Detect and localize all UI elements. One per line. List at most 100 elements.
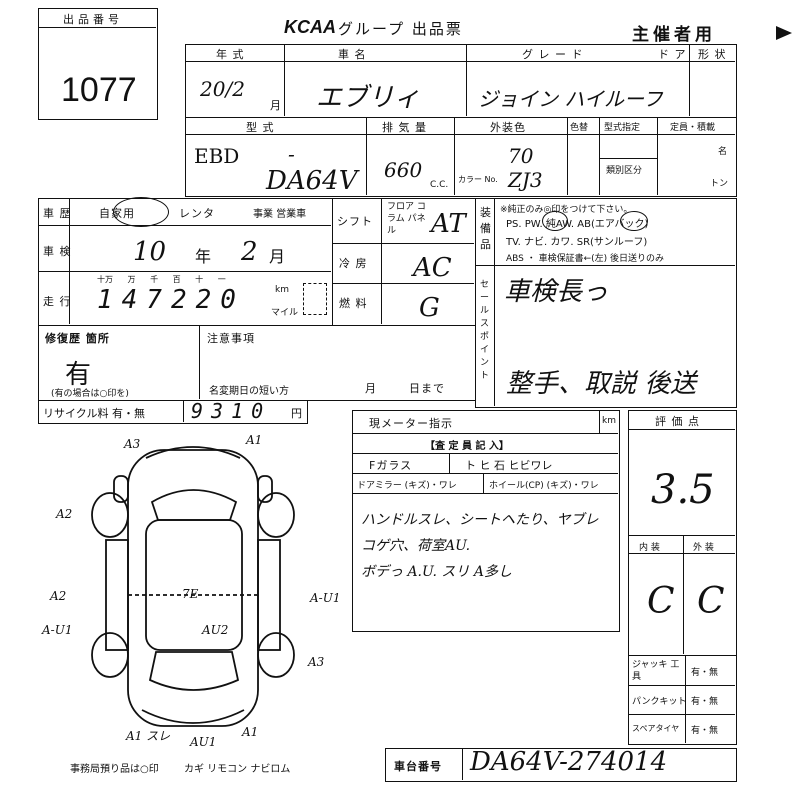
equipment-label: 装 備 品 <box>480 206 492 251</box>
fuel-value: G <box>419 293 440 323</box>
lot-label: 出品番号 <box>63 13 123 26</box>
grade-value: ジョイン ハイルーフ <box>478 87 663 111</box>
recycle-block: リサイクル料 有・無 9310 円 <box>38 399 308 424</box>
left-mirror-icon <box>113 475 129 503</box>
car-name-value: エブリィ <box>316 83 421 113</box>
glass-label: Fガラス <box>369 459 413 472</box>
front-left-tire-icon <box>91 492 129 538</box>
color-no-label: カラー No. <box>458 175 498 184</box>
type-label: 型式指定 <box>604 123 641 133</box>
inspection-note-3: ボデっ A.U. スリ A多し <box>361 564 512 580</box>
shaken-year-unit: 年 <box>195 247 213 266</box>
history-circle <box>113 197 169 227</box>
diagram-mark-a1-front: A1 <box>245 433 262 447</box>
capacity-ton-unit: トン <box>710 179 729 189</box>
front-right-tire-icon <box>257 492 295 538</box>
interior-value: C <box>647 581 675 622</box>
equipment-note: ※純正のみ◎印をつけて下さい。 <box>500 205 633 215</box>
inspection-note-1: ハンドルスレ、シートヘたり、ヤブレ <box>361 512 599 528</box>
lot-number-box: 出品番号 1077 <box>38 8 158 120</box>
color-value: 70 <box>508 144 534 168</box>
footer-items: カギ リモコン ナビロム <box>184 764 291 775</box>
meter-label: 現メーター指示 <box>369 417 453 430</box>
organizer-label: 主催者用 <box>632 25 716 45</box>
vin-label: 車台番号 <box>394 760 442 773</box>
inspection-note-2: コゲ穴、荷室AU. <box>361 538 471 554</box>
windshield <box>150 489 238 521</box>
puncture-label: パンクキット <box>632 697 687 707</box>
mileage-scale: 十万 万 千 百 十 一 <box>97 275 226 284</box>
rear-window <box>148 651 240 691</box>
diagram-mark-a3-front: A3 <box>123 437 141 451</box>
recycle-value: 9310 <box>191 399 272 423</box>
shift-value: AT <box>431 209 466 239</box>
name-label: 車 名 <box>338 48 367 61</box>
score-value: 3.5 <box>651 467 715 513</box>
row2-box: 型 式 排 気 量 外装色 色替 型式指定 定員・積載 類別区分 名 トン EB… <box>185 117 737 197</box>
form-title: グループ 出品票 <box>338 20 463 38</box>
shift-block: シフト フロア コラム パネル AT 冷 房 AC 燃 料 G <box>332 198 476 326</box>
history-label: 車 歴 <box>43 207 72 220</box>
history-rental: レンタ <box>179 207 215 220</box>
diagram-mark-au1-rear: AU1 <box>189 735 216 749</box>
recycle-unit: 円 <box>291 407 303 420</box>
model-prefix: EBD <box>194 144 240 168</box>
diagram-mark-a2-upper-left: A2 <box>55 507 72 521</box>
spare-opt: 有・無 <box>691 726 719 736</box>
shaken-month-unit: 月 <box>269 247 287 266</box>
caution-label: 注意事項 <box>207 332 255 345</box>
cc-unit: C.C. <box>430 180 449 190</box>
rename-day: 日まで <box>409 382 445 395</box>
exterior-label: 外 装 <box>693 543 714 553</box>
class-label: 類別区分 <box>606 166 643 176</box>
equipment-line3: ABS ・ 車検保証書←(左) 後日送りのみ <box>506 254 665 264</box>
month-unit: 月 <box>270 99 282 112</box>
model-value: DA64V <box>266 166 358 196</box>
jack-label: ジャッキ 工 具 <box>632 660 680 682</box>
repair-block: 修復歴 箇所 有 (有の場合は○印を) 注意事項 名変期日の短い方 月 日まで <box>38 325 476 401</box>
jack-opt: 有・無 <box>691 668 719 678</box>
pw-circle <box>542 211 568 231</box>
ab-circle <box>620 211 648 231</box>
capacity-name-unit: 名 <box>718 147 728 157</box>
car-diagram: A3 A1 A2 A2 A-U1 A-U1 A3 A1 スレ AU1 A1 AU… <box>41 433 340 749</box>
vehicle-block: 車 歴 自家用 レンタ 事業 営業車 車 検 10 年 2 月 走 行 十万 万… <box>38 197 333 326</box>
disp-value: 660 <box>384 158 423 182</box>
diagram-mark-au1-left: A-U1 <box>41 623 72 637</box>
diagram-mark-au1-right: A-U1 <box>309 591 340 605</box>
score-block: 評 価 点 3.5 内 装 外 装 C C <box>628 410 737 656</box>
shift-label: シフト <box>337 215 373 228</box>
interior-label: 内 装 <box>639 543 660 553</box>
puncture-opt: 有・無 <box>691 697 719 707</box>
shape-label: 形 状 <box>698 48 727 61</box>
diagram-mark-roof: 7E <box>182 587 199 601</box>
equipment-line2: TV. ナビ. カワ. SR(サンルーフ) <box>506 237 648 248</box>
kcaa-logo: KCAA <box>284 17 336 37</box>
diagram-mark-a1-rear-left: A1 スレ <box>125 729 170 743</box>
year-label: 年 式 <box>216 48 245 61</box>
repair-label: 修復歴 箇所 <box>45 332 110 345</box>
disp-label: 排 気 量 <box>382 121 427 134</box>
spare-label: スペアタイヤ <box>632 724 680 733</box>
shift-options: フロア コラム パネル <box>387 202 426 236</box>
glass-options: ト ヒ 石 ヒビワレ <box>465 459 553 472</box>
capacity-label: 定員・積載 <box>670 123 716 133</box>
inspection-header: 【査 定 員 記 入】 <box>425 441 509 452</box>
year-value: 20/2 <box>200 77 245 101</box>
color-label: 外装色 <box>490 121 526 134</box>
repair-value: 有 <box>65 360 92 390</box>
rear-bumper <box>141 709 245 724</box>
footer-note: 事務局預り品は○印 <box>70 764 159 775</box>
sales-point-label: セールスポイント <box>480 280 490 381</box>
shaken-month: 2 <box>241 237 258 267</box>
grade-label: グ レ ー ド <box>522 48 584 61</box>
mileage-label: 走 行 <box>43 295 72 308</box>
mileage-mile: マイル <box>271 308 299 318</box>
mirror-label: ドアミラー (キズ)・ワレ <box>357 481 457 491</box>
model-label: 型 式 <box>246 121 275 134</box>
inspection-block: 現メーター指示 km 【査 定 員 記 入】 Fガラス ト ヒ 石 ヒビワレ ド… <box>352 410 620 632</box>
arrow-marker-icon <box>776 26 792 40</box>
mileage-value: 147220 <box>97 285 245 315</box>
equipment-line1: PS. PW. 純AW. AB(エアバック) <box>506 219 649 230</box>
sales-point-line1: 車検長っ <box>504 277 609 307</box>
